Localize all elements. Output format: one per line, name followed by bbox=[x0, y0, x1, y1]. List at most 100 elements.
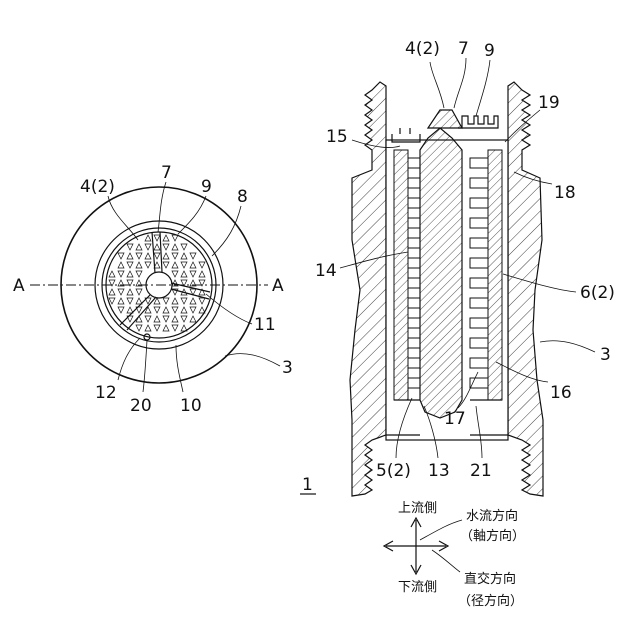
label-a-right: A bbox=[272, 276, 284, 296]
leader-4-2-right bbox=[430, 62, 444, 108]
triangle-mark bbox=[190, 316, 196, 322]
triangle-mark bbox=[127, 289, 133, 295]
triangle-mark bbox=[181, 307, 187, 313]
triangle-mark bbox=[190, 271, 196, 277]
label-15-right: 15 bbox=[326, 127, 348, 147]
label-5-2-right: 5(2) bbox=[376, 461, 411, 481]
triangle-pattern bbox=[109, 235, 205, 331]
label-14-right: 14 bbox=[315, 261, 337, 281]
triangle-mark bbox=[163, 253, 169, 259]
label-a-left: A bbox=[13, 276, 25, 296]
triangle-mark bbox=[172, 244, 178, 250]
label-8-left: 8 bbox=[237, 187, 248, 207]
triangle-mark bbox=[181, 253, 187, 259]
leader-9-right bbox=[476, 60, 490, 116]
triangle-mark bbox=[172, 262, 178, 268]
sleeve-left bbox=[394, 150, 408, 400]
triangle-mark bbox=[172, 307, 178, 313]
triangle-mark bbox=[172, 253, 178, 259]
triangle-mark bbox=[181, 271, 187, 277]
triangle-mark bbox=[172, 325, 178, 331]
leader-7-right bbox=[454, 58, 466, 108]
triangle-mark bbox=[199, 298, 205, 304]
leader-3-right bbox=[540, 341, 595, 352]
label-6-2-right: 6(2) bbox=[580, 283, 615, 303]
label-12-left: 12 bbox=[95, 383, 117, 403]
label-9-right: 9 bbox=[484, 41, 495, 61]
triangle-mark bbox=[181, 298, 187, 304]
triangle-mark bbox=[154, 235, 160, 241]
triangle-mark bbox=[109, 298, 115, 304]
triangle-mark bbox=[118, 253, 124, 259]
triangle-mark bbox=[118, 271, 124, 277]
figure-number: 1 bbox=[302, 475, 313, 495]
triangle-mark bbox=[136, 325, 142, 331]
triangle-mark bbox=[136, 262, 142, 268]
label-4-2-left: 4(2) bbox=[80, 177, 115, 197]
leader-3-left bbox=[225, 354, 280, 366]
triangle-mark bbox=[136, 253, 142, 259]
leader-orthogonal-direction bbox=[432, 550, 460, 572]
triangle-mark bbox=[181, 316, 187, 322]
label-10-left: 10 bbox=[180, 396, 202, 416]
divider-top bbox=[152, 232, 162, 273]
triangle-mark bbox=[154, 253, 160, 259]
label-11-left: 11 bbox=[254, 315, 276, 335]
triangle-mark bbox=[163, 316, 169, 322]
label-3-right: 3 bbox=[600, 345, 611, 365]
label-7-left: 7 bbox=[161, 163, 172, 183]
leader-9-left bbox=[178, 196, 206, 234]
label-16-right: 16 bbox=[550, 383, 572, 403]
triangle-mark bbox=[163, 298, 169, 304]
direction-legend: 上流側 下流側 水流方向 （軸方向） 直交方向 （径方向） bbox=[384, 501, 525, 609]
label-downstream: 下流側 bbox=[398, 580, 437, 595]
triangle-mark bbox=[127, 262, 133, 268]
triangle-mark bbox=[136, 244, 142, 250]
triangle-mark bbox=[190, 262, 196, 268]
triangle-mark bbox=[190, 307, 196, 313]
core-13 bbox=[420, 128, 462, 418]
triangle-mark bbox=[163, 235, 169, 241]
label-flow-direction: 水流方向 bbox=[466, 508, 518, 524]
triangle-mark bbox=[127, 253, 133, 259]
label-upstream: 上流側 bbox=[398, 501, 437, 516]
left-circular-view: 4(2) 7 9 8 A A 11 3 12 20 10 bbox=[13, 163, 293, 416]
triangle-mark bbox=[127, 271, 133, 277]
leader-10-left bbox=[176, 345, 183, 392]
triangle-mark bbox=[145, 244, 151, 250]
label-17-right: 17 bbox=[444, 409, 466, 429]
triangle-mark bbox=[190, 298, 196, 304]
triangle-mark bbox=[118, 307, 124, 313]
leader-12-left bbox=[118, 338, 140, 380]
triangle-mark bbox=[145, 235, 151, 241]
label-3-left: 3 bbox=[282, 358, 293, 378]
triangle-mark bbox=[145, 262, 151, 268]
triangle-mark bbox=[154, 244, 160, 250]
triangle-mark bbox=[172, 235, 178, 241]
label-21-right: 21 bbox=[470, 461, 492, 481]
triangle-mark bbox=[127, 244, 133, 250]
right-section-view: 4(2) 7 9 19 15 18 14 6(2) 3 16 17 5(2) 1… bbox=[315, 39, 615, 496]
label-orthogonal-direction: 直交方向 bbox=[464, 571, 516, 587]
triangle-mark bbox=[154, 325, 160, 331]
triangle-mark bbox=[118, 298, 124, 304]
label-orthogonal-direction-sub: （径方向） bbox=[458, 593, 523, 609]
triangle-mark bbox=[163, 244, 169, 250]
top-comb-9 bbox=[458, 116, 498, 128]
housing-body-right bbox=[508, 82, 543, 496]
label-flow-direction-sub: （軸方向） bbox=[460, 528, 525, 544]
triangle-mark bbox=[163, 307, 169, 313]
triangle-mark bbox=[181, 244, 187, 250]
top-cap-7 bbox=[428, 110, 462, 128]
triangle-mark bbox=[154, 307, 160, 313]
triangle-mark bbox=[199, 271, 205, 277]
label-9-left: 9 bbox=[201, 177, 212, 197]
triangle-mark bbox=[172, 298, 178, 304]
triangle-mark bbox=[145, 253, 151, 259]
label-7-right: 7 bbox=[458, 39, 469, 59]
triangle-mark bbox=[199, 262, 205, 268]
triangle-mark bbox=[136, 289, 142, 295]
triangle-mark bbox=[118, 289, 124, 295]
label-18-right: 18 bbox=[554, 183, 576, 203]
triangle-mark bbox=[172, 316, 178, 322]
